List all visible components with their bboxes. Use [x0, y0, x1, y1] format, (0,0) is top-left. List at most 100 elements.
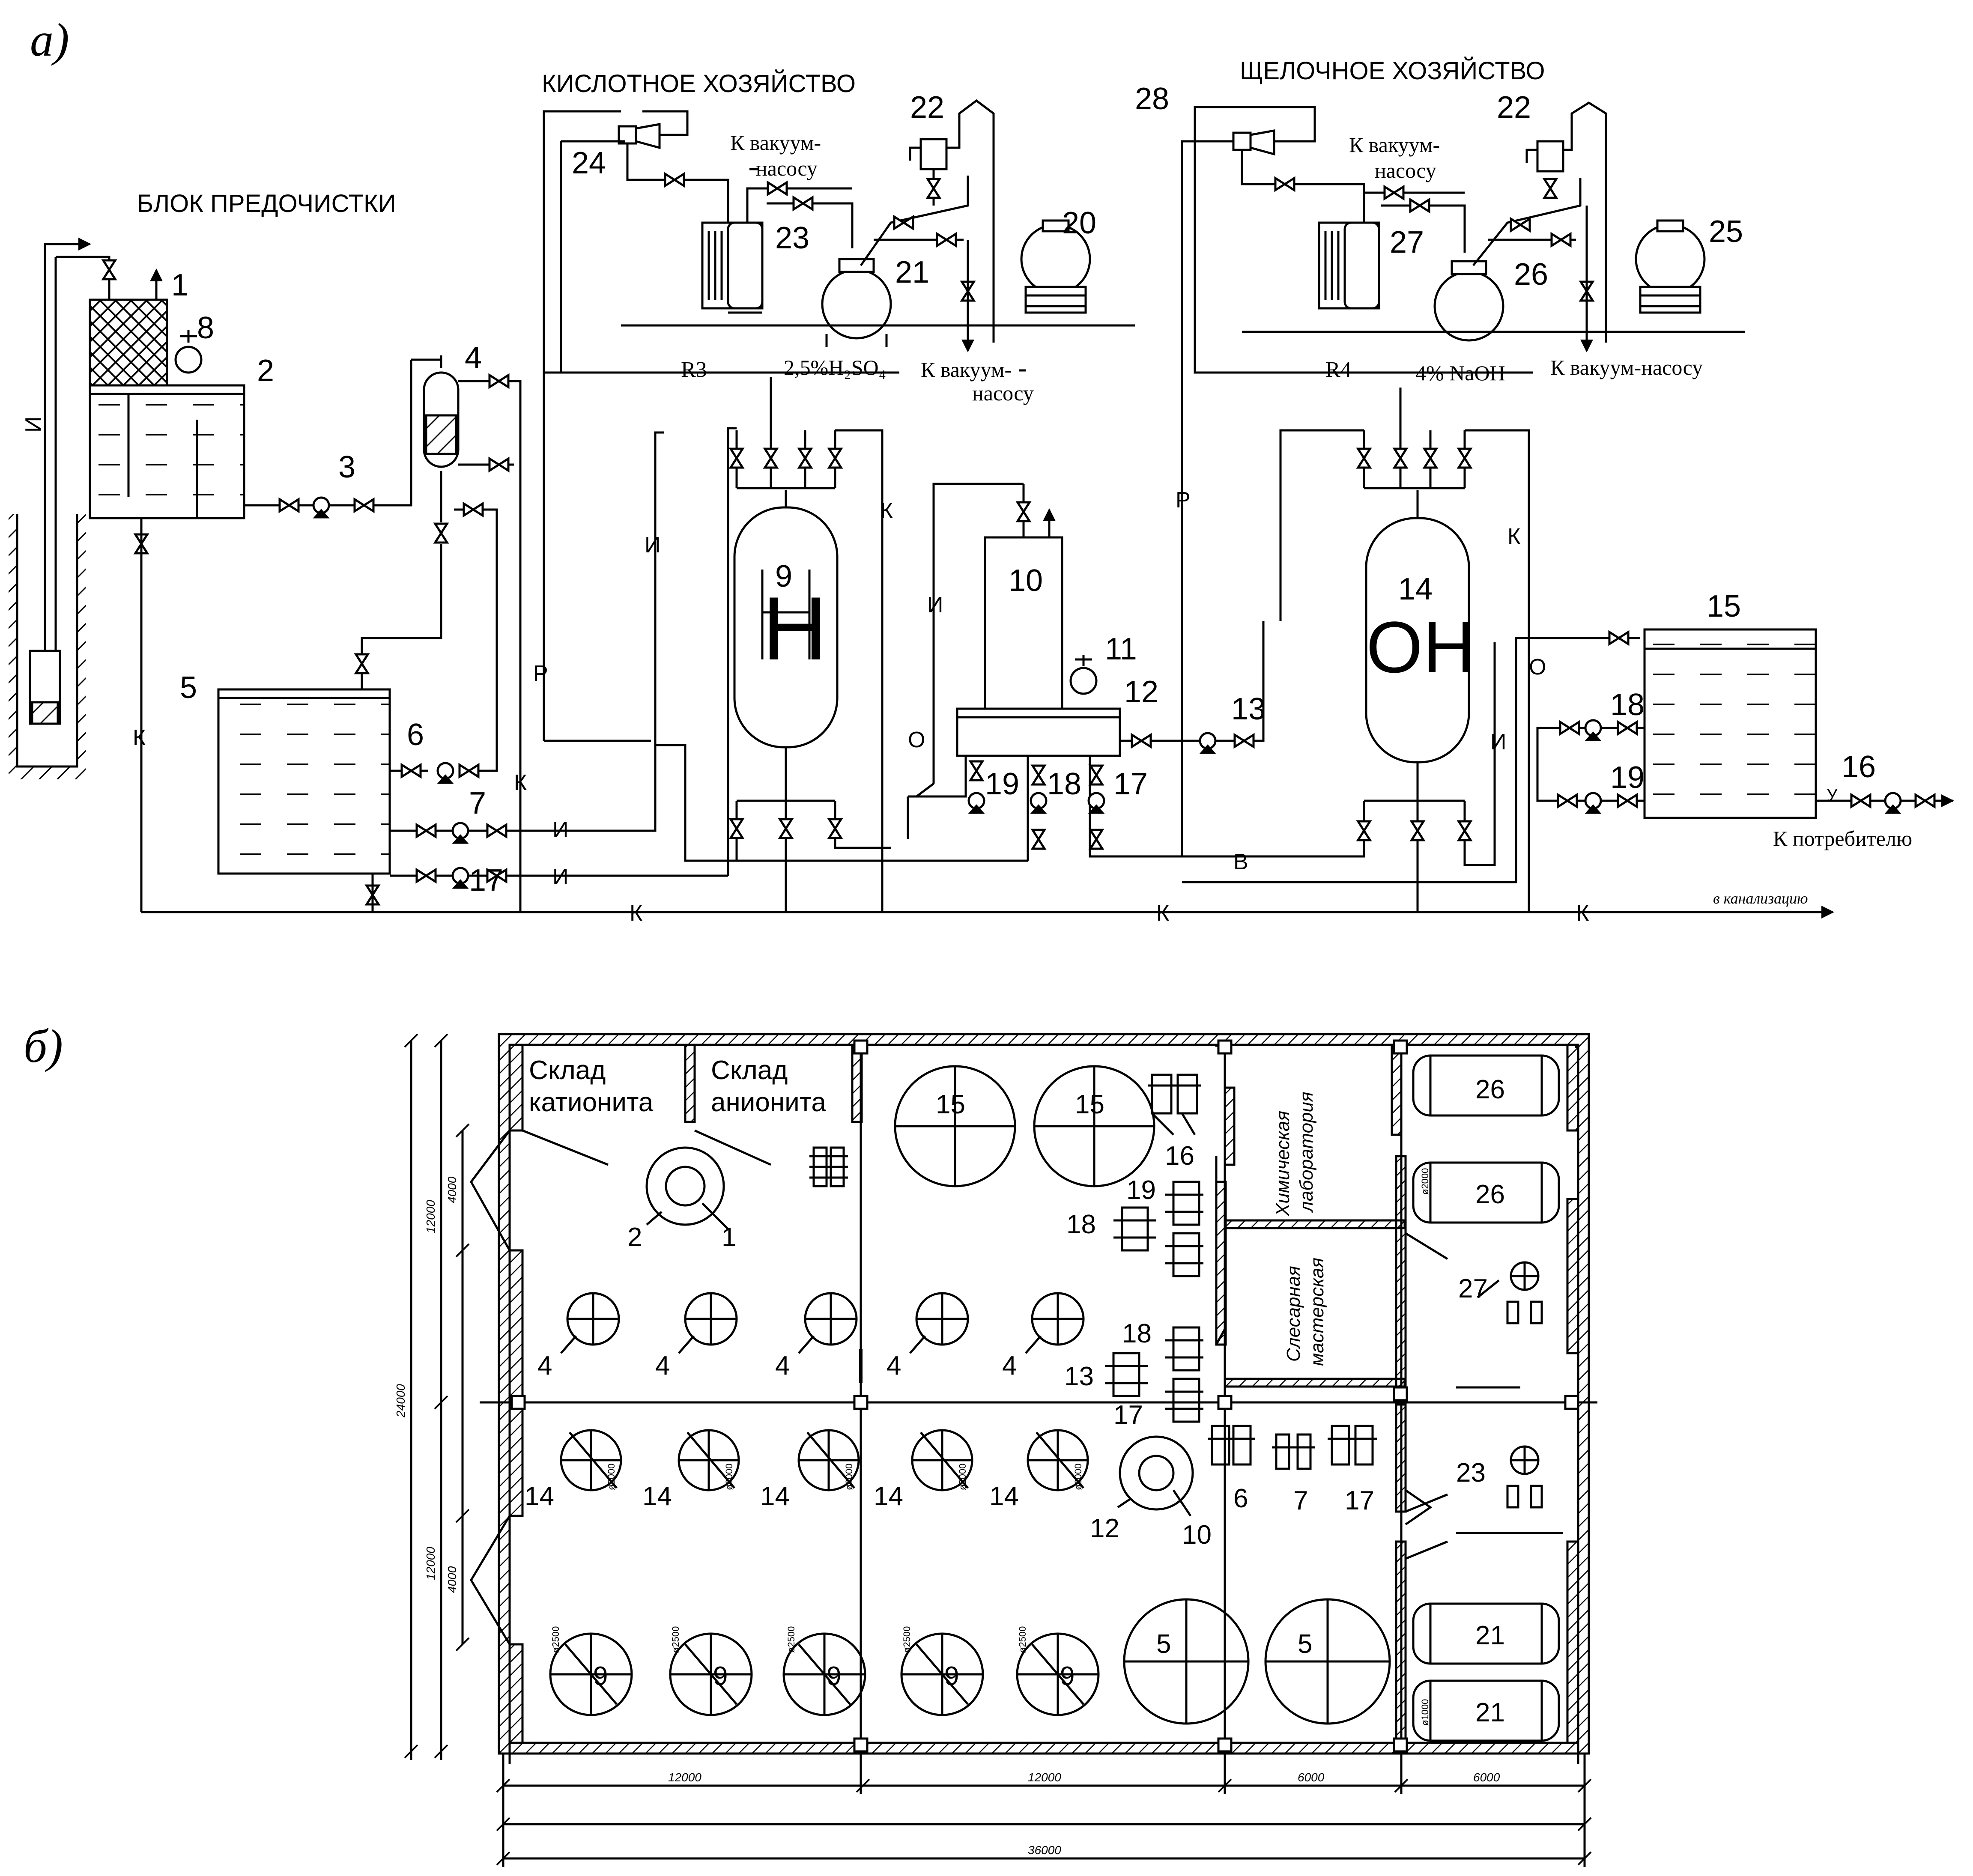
- plan-num-4d: 4: [887, 1351, 901, 1381]
- floor-plan: б): [24, 1020, 1597, 1867]
- plan-num-26b: 26: [1475, 1180, 1505, 1209]
- pump-8: [174, 330, 203, 374]
- num-11: 11: [1105, 632, 1137, 666]
- num-15: 15: [1707, 589, 1741, 623]
- plan-num-16: 16: [1165, 1141, 1194, 1171]
- anion-filter-14: [1178, 429, 1530, 912]
- plan-tanks-26: [1412, 1054, 1560, 1224]
- flow-label-K-6: К: [880, 498, 893, 523]
- d2500-b: ø2500: [670, 1626, 681, 1653]
- plan-num-2: 2: [627, 1223, 642, 1252]
- to-vacuum-3a: К вакуум-: [1349, 133, 1440, 157]
- dim-w-6000-a: 6000: [1298, 1771, 1325, 1784]
- room-workshop-2: мастерская: [1307, 1258, 1328, 1366]
- tank-26: [1433, 260, 1504, 342]
- filter-4: [423, 355, 460, 522]
- plan-num-5a: 5: [1156, 1629, 1171, 1659]
- d1000: ø1000: [1420, 1699, 1430, 1726]
- num-22b: 22: [1497, 90, 1531, 125]
- flow-label-O-1: О: [908, 728, 925, 752]
- num-20: 20: [1062, 206, 1096, 240]
- sewer-label: в канализацию: [1713, 890, 1808, 907]
- heading-alkali: ЩЕЛОЧНОЕ ХОЗЯЙСТВО: [1240, 57, 1545, 85]
- plan-pump-group-a: [809, 1146, 848, 1187]
- flow-label-I-5: И: [927, 593, 943, 617]
- tank-23: [701, 221, 764, 314]
- d2000-e: ø2000: [1073, 1464, 1084, 1490]
- num-4: 4: [465, 341, 482, 375]
- num-18: 18: [1047, 767, 1081, 801]
- dim-total-width: 36000: [1028, 1843, 1061, 1857]
- tank-5: [217, 688, 391, 875]
- trap-22-a: [909, 99, 995, 343]
- room-cation-store-2: катионита: [529, 1088, 654, 1117]
- plan-num-15a: 15: [936, 1090, 965, 1119]
- flow-label-K-1: К: [133, 725, 146, 750]
- plan-num-14a: 14: [525, 1482, 554, 1511]
- room-cation-store-1: Склад: [529, 1056, 606, 1085]
- plan-num-21b: 21: [1475, 1698, 1505, 1727]
- to-vacuum-2b: насосу: [972, 381, 1034, 405]
- plan-num-17a: 17: [1113, 1400, 1143, 1430]
- d2000-b: ø2000: [724, 1464, 734, 1490]
- flow-label-B: В: [1233, 850, 1248, 874]
- plan-num-14b: 14: [642, 1482, 672, 1511]
- flow-label-K-2: К: [514, 770, 527, 795]
- r3-label: R3: [681, 358, 707, 382]
- num-28: 28: [1135, 82, 1169, 116]
- plan-num-15b: 15: [1075, 1090, 1104, 1119]
- plan-num-9e: 9: [1060, 1661, 1075, 1691]
- heading-pretreatment: БЛОК ПРЕДОЧИСТКИ: [137, 190, 396, 218]
- panel-a-label: а): [30, 14, 69, 66]
- num-7: 7: [469, 786, 486, 820]
- plan-num-4a: 4: [537, 1351, 552, 1381]
- d2500-d: ø2500: [901, 1626, 912, 1653]
- plan-num-10: 10: [1182, 1520, 1212, 1550]
- dim-w-6000-b: 6000: [1473, 1771, 1500, 1784]
- r4-label: R4: [1325, 358, 1352, 382]
- num-17b: 17: [1113, 767, 1148, 801]
- flow-label-P-2: Р: [1176, 488, 1191, 513]
- plan-num-1: 1: [722, 1223, 736, 1252]
- alkali-solution-label: 4% NaOH: [1415, 361, 1505, 385]
- fan-11: [1069, 655, 1098, 695]
- room-anion-store-2: анионита: [711, 1088, 826, 1117]
- flow-label-K-7: К: [1507, 524, 1520, 549]
- plan-num-7: 7: [1293, 1486, 1308, 1515]
- plan-decarbonizer: [1117, 1435, 1194, 1517]
- plan-aerator-tank: [645, 1146, 729, 1230]
- plan-num-9c: 9: [827, 1661, 841, 1691]
- tank-15: [1643, 628, 1817, 819]
- acid-solution-label: 2,5%H₂SO₄: [784, 355, 886, 379]
- num-26: 26: [1514, 257, 1548, 292]
- num-10: 10: [1009, 564, 1043, 598]
- num-14: 14: [1398, 572, 1433, 606]
- plan-pumps-right: [1105, 1074, 1377, 1470]
- flow-label-P-1: Р: [533, 661, 548, 686]
- dim-w-12000-a: 12000: [668, 1771, 701, 1784]
- to-vacuum-3b: насосу: [1375, 158, 1436, 182]
- num-1: 1: [171, 268, 188, 302]
- plan-num-14d: 14: [874, 1482, 903, 1511]
- dim-h-12000-top: 12000: [424, 1200, 437, 1233]
- plan-equipment-27: [1477, 1261, 1543, 1324]
- num-23: 23: [775, 221, 809, 255]
- tank-20: [1020, 219, 1091, 314]
- d2500-e: ø2500: [1017, 1626, 1028, 1653]
- num-6: 6: [407, 718, 424, 752]
- heading-acid: КИСЛОТНОЕ ХОЗЯЙСТВО: [542, 70, 856, 98]
- d2000-a: ø2000: [606, 1464, 617, 1490]
- plan-num-6: 6: [1233, 1484, 1248, 1513]
- flow-label-U: У: [1827, 786, 1838, 805]
- decarbonizer-10: [932, 483, 1063, 784]
- well: [9, 238, 115, 779]
- flow-label-I-3: И: [552, 865, 568, 889]
- plan-num-4c: 4: [775, 1351, 790, 1381]
- to-vacuum-1b: насосу: [756, 156, 818, 180]
- num-2: 2: [257, 354, 274, 388]
- panel-b-label: б): [24, 1020, 63, 1072]
- plan-filters-14: [560, 1429, 1089, 1491]
- process-scheme: а) БЛОК ПРЕДОЧИСТКИ КИСЛОТНОЕ ХОЗЯЙСТВО …: [9, 14, 1954, 926]
- flow-label-I-2: И: [552, 817, 568, 842]
